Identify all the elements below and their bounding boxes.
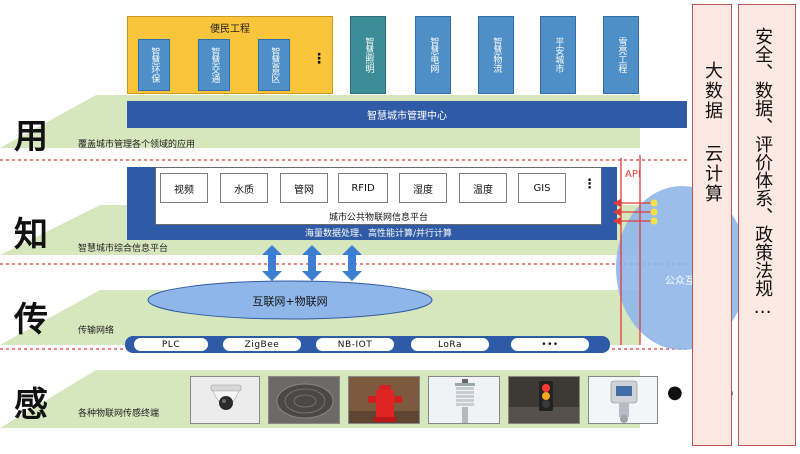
protocol-zigbee: ZigBee — [222, 337, 302, 352]
fire-hydrant-icon — [349, 385, 419, 423]
layer-trans-caption: 传输网络 — [78, 326, 115, 336]
platform-item-temperature: 温度 — [459, 173, 507, 203]
app-smart-environment: 智慧环保 — [138, 39, 170, 91]
internet-iot-label: 互联网+物联网 — [252, 295, 328, 308]
protocol-plc: PLC — [133, 337, 209, 352]
policy-label: 安全、数据、评价体系、政策法规… — [752, 27, 774, 318]
platform-item-water-quality: 水质 — [220, 173, 268, 203]
big-data-label: 大数据 云计算 — [702, 61, 723, 204]
platform-title: 城市公共物联网信息平台 — [328, 213, 428, 223]
app-smart-scenic: 智慧景区 — [258, 39, 290, 91]
app-xueliang-project: 雪亮工程 — [603, 16, 639, 94]
device-weather-station — [428, 376, 500, 424]
platform-item-humidity: 湿度 — [399, 173, 447, 203]
device-manhole-cover — [268, 376, 340, 424]
protocol-more: ••• — [510, 337, 590, 352]
device-traffic-light — [508, 376, 580, 424]
layer-trans-label: 传 — [14, 300, 48, 340]
convenience-title: 便民工程 — [210, 24, 250, 35]
platform-more: ⋮ — [583, 177, 596, 192]
app-smart-traffic: 智慧交通 — [198, 39, 230, 91]
platform-item-rfid: RFID — [338, 173, 388, 203]
app-safe-city: 平安城市 — [540, 16, 576, 94]
big-data-panel: 大数据 云计算 — [692, 4, 732, 446]
layer-sense-caption: 各种物联网传感终端 — [78, 409, 160, 419]
api-label: API — [625, 169, 641, 180]
convenience-more: ⋮ — [312, 51, 326, 67]
double-arrow-2 — [302, 245, 322, 281]
weather-station-icon — [455, 379, 475, 423]
traffic-light-icon — [509, 381, 579, 423]
layer-know-caption: 智慧城市综合信息平台 — [78, 244, 169, 254]
policy-panel: 安全、数据、评价体系、政策法规… — [738, 4, 796, 446]
platform-item-gis: GIS — [518, 173, 566, 203]
layer-sense-label: 感 — [14, 385, 48, 425]
protocol-lora: LoRa — [410, 337, 490, 352]
api-dot-2 — [650, 208, 658, 216]
platform-subtitle: 海量数据处理、高性能计算/并行计算 — [304, 229, 453, 239]
api-dot-1 — [650, 199, 658, 207]
convenience-group: 便民工程 智慧环保 智慧交通 智慧景区 ⋮ — [127, 16, 333, 94]
api-dot-3 — [650, 217, 658, 225]
layer-app-label: 用 — [14, 117, 48, 157]
app-smart-lighting: 智慧照明 — [350, 16, 386, 94]
protocol-nb-iot: NB-IOT — [315, 337, 395, 352]
manhole-cover-icon — [276, 383, 334, 419]
dome-camera-icon — [210, 384, 242, 410]
management-center-bar: 智慧城市管理中心 — [127, 101, 687, 128]
device-fire-hydrant — [348, 376, 420, 424]
platform-item-video: 视频 — [160, 173, 208, 203]
app-smart-logistics: 智慧物流 — [478, 16, 514, 94]
gas-detector-icon — [610, 380, 638, 423]
device-dome-camera — [190, 376, 260, 424]
double-arrow-1 — [262, 245, 282, 281]
internet-iot-ellipse — [147, 280, 433, 320]
device-gas-detector — [588, 376, 658, 424]
app-smart-grid: 智慧电网 — [415, 16, 451, 94]
layer-app-caption: 覆盖城市管理各个领域的应用 — [78, 140, 196, 150]
platform-item-pipe-network: 管网 — [280, 173, 328, 203]
double-arrow-3 — [342, 245, 362, 281]
internet-iot-shape — [147, 280, 433, 320]
double-arrows — [262, 245, 362, 281]
layer-know-label: 知 — [14, 215, 48, 255]
public-internet-label: 公众互联网 — [665, 276, 715, 287]
